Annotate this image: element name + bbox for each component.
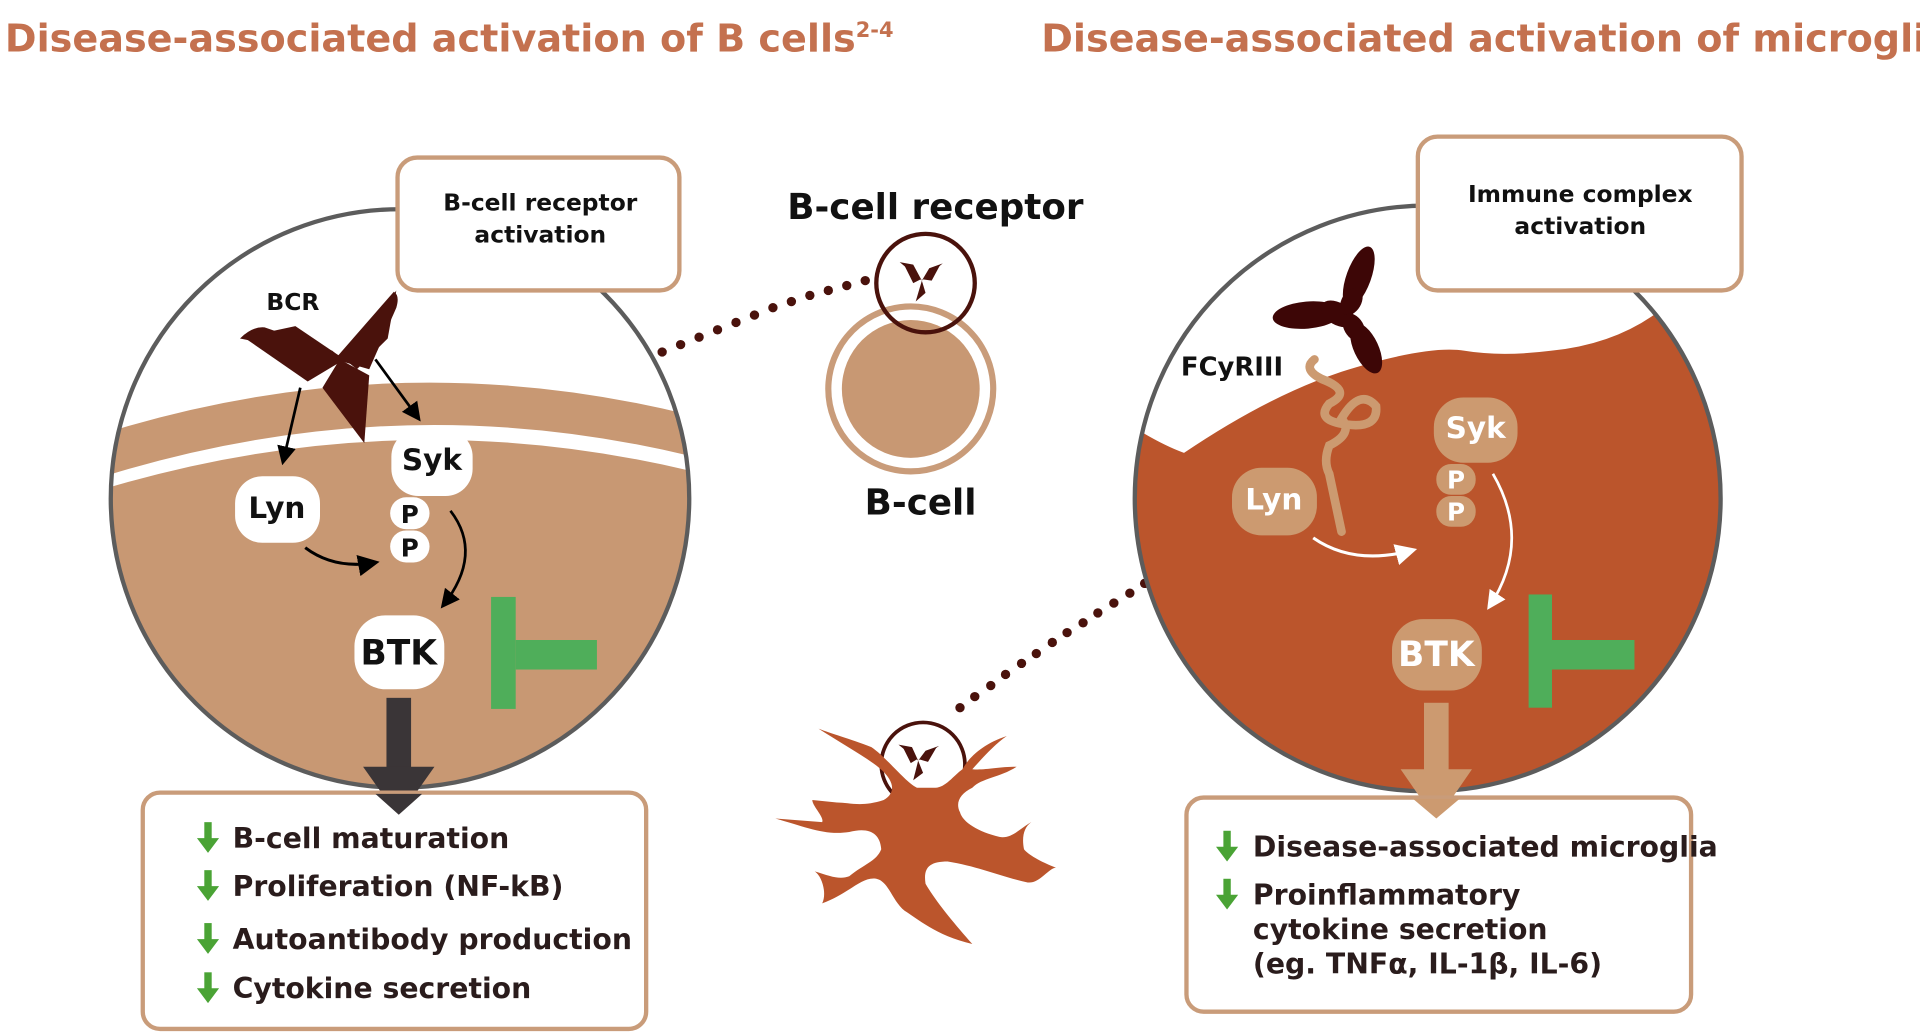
down-arrow-icon [196,923,220,954]
immune-complex-small-icon [898,744,940,781]
center-receptor-title: B-cell receptor [787,187,1084,228]
left-outcome-item: Autoantibody production [233,923,632,956]
microglia-cell-icon [775,720,1056,944]
fcyriii-receptor-chain [1305,355,1381,536]
right-outcome-item: Disease-associated microglia [1253,831,1718,864]
svg-text:Syk: Syk [1446,411,1507,445]
arrow-bcr-to-lyn [277,387,302,466]
svg-text:BTK: BTK [361,634,439,674]
right-output-arrow [1400,702,1472,821]
right-label-box: Immune complex activation [1415,134,1744,293]
right-arrow-syk-to-btk [1487,473,1514,610]
left-outcome-item: Proliferation (NF-kB) [233,870,564,903]
phospho-p2: P [390,530,430,563]
fcyriii-label: FCyRIII [1181,352,1283,382]
down-arrow-icon [1216,830,1239,862]
left-title-superscript: 2-4 [856,18,894,42]
arrow-syk-to-btk [440,509,467,609]
right-label-line2: activation [1514,212,1646,240]
phospho-p1: P [390,497,430,530]
right-outcome-item: cytokine secretion [1253,913,1548,946]
lyn-node: Lyn [235,476,320,543]
dotted-connector-left [657,275,870,357]
btk-inhibitor-icon [491,596,597,709]
btk-node: BTK [354,615,445,690]
down-arrow-icon [196,972,220,1004]
right-btk-inhibitor-icon [1528,594,1635,708]
arrow-bcr-to-syk [374,358,421,422]
immune-complex-icon [1272,246,1383,374]
center-bcell-label: B-cell [865,482,977,523]
bcr-label: BCR [266,288,319,316]
right-outcome-item: (eg. TNFα, IL-1β, IL-6) [1253,948,1602,981]
left-label-line2: activation [474,220,606,248]
microglia-cytoplasm [1134,307,1721,792]
right-label-line1: Immune complex [1468,180,1693,208]
svg-text:P: P [1447,466,1465,495]
left-label-box: B-cell receptor activation [395,155,682,293]
right-panel-title: Disease-associated activation of microgl… [1041,17,1920,61]
svg-text:BTK: BTK [1398,635,1476,675]
right-syk-node: Syk [1433,397,1518,463]
left-panel-title: Disease-associated activation of B cells… [5,17,894,61]
svg-text:Lyn: Lyn [248,491,305,525]
bcr-receptor-icon [240,290,398,444]
svg-text:Lyn: Lyn [1245,483,1302,517]
bcell-cell-icon [825,303,997,475]
center-receptor-zoom-circle [874,231,977,335]
right-outcomes-list: Disease-associated microgliaProinflammat… [1216,831,1718,981]
right-outcomes-box [1184,795,1694,1014]
bcr-small-icon [899,262,943,302]
left-outcome-item: Cytokine secretion [233,972,532,1005]
svg-text:P: P [401,500,419,529]
down-arrow-icon [196,870,220,901]
membrane-outer [110,382,690,487]
right-outcome-item: Proinflammatory [1253,879,1520,912]
right-arrow-lyn-to-p [1312,536,1418,566]
right-btk-node: BTK [1392,619,1482,691]
left-outcomes-box [140,790,649,1032]
left-label-line1: B-cell receptor [443,188,637,216]
svg-text:P: P [401,533,419,562]
down-arrow-icon [196,822,220,853]
syk-node: Syk [391,429,473,496]
svg-text:P: P [1447,498,1465,527]
dotted-connector-right [955,578,1150,713]
right-phospho-p1: P [1436,464,1476,495]
arrow-lyn-to-p [304,546,380,577]
right-lyn-node: Lyn [1232,467,1317,536]
right-phospho-p2: P [1436,496,1476,527]
left-outcome-item: B-cell maturation [233,822,510,855]
svg-text:Syk: Syk [402,443,463,477]
down-arrow-icon [1216,878,1239,910]
